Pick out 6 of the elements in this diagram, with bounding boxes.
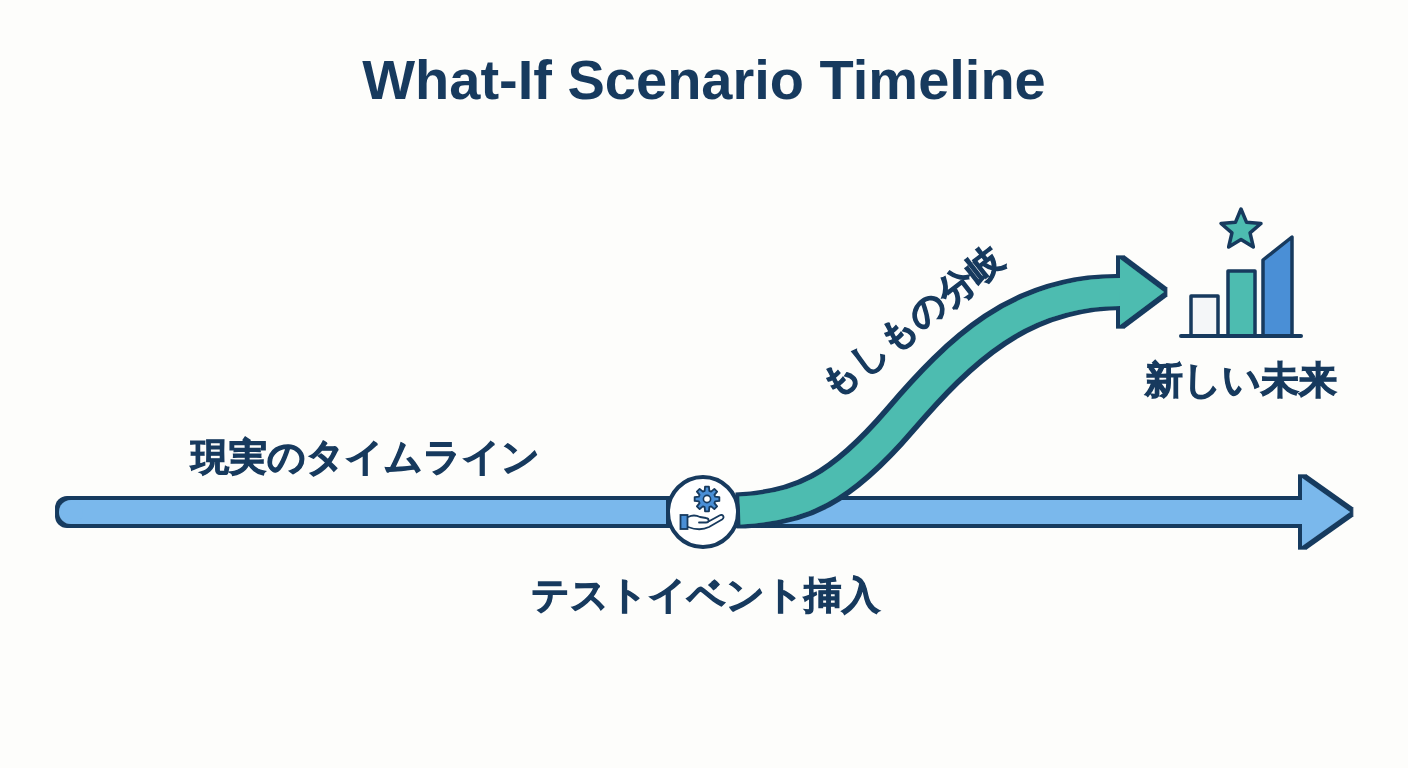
node-label: テストイベント挿入 [530, 574, 880, 618]
node-label: 新しい未来 [1145, 359, 1337, 403]
edge-label: 現実のタイムライン [190, 436, 540, 480]
branch-arrow [739, 259, 1164, 525]
edge-label: もしもの分岐 [812, 237, 1012, 407]
title: What-If Scenario Timeline [362, 47, 1046, 113]
